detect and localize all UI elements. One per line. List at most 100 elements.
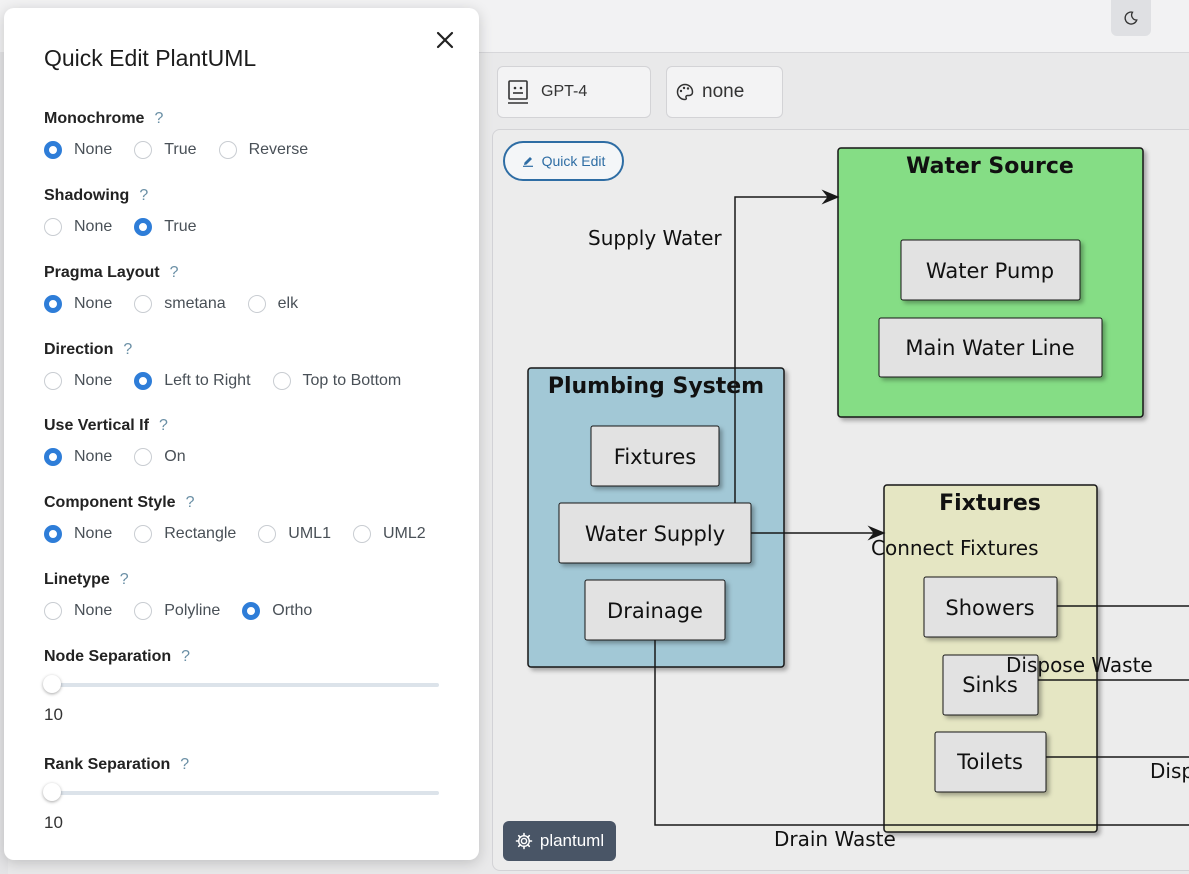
slider-thumb[interactable]: [42, 783, 61, 801]
radio-uml2[interactable]: UML2: [352, 525, 426, 543]
help-icon[interactable]: ?: [181, 648, 191, 665]
model-label: GPT-4: [541, 83, 588, 100]
radio-unchecked-icon[interactable]: [134, 448, 153, 466]
component-water-pump-label: Water Pump: [926, 259, 1054, 283]
component-water-pump: [900, 239, 1081, 301]
setting-label-text: Node Separation: [44, 648, 172, 665]
help-icon[interactable]: ?: [169, 264, 179, 281]
radio-unchecked-icon[interactable]: [247, 295, 266, 313]
edge-label-supply-water: Supply Water: [588, 226, 722, 250]
radio-checked-icon[interactable]: [44, 448, 62, 466]
radio-label: Left to Right: [164, 372, 251, 389]
radio-group: None Left to Right Top to Bottom: [44, 371, 444, 391]
radio-none[interactable]: None: [44, 602, 112, 620]
radio-checked-icon[interactable]: [242, 602, 261, 620]
edge-label-dispose-waste: Dispose Waste: [1006, 653, 1153, 677]
theme-selector[interactable]: none: [666, 66, 783, 118]
radio-left-to-right[interactable]: Left to Right: [134, 372, 251, 390]
radio-none[interactable]: None: [44, 295, 112, 313]
setting-label-text: Use Vertical If: [44, 417, 149, 434]
help-icon[interactable]: ?: [180, 756, 190, 773]
edge-label-connect-fixtures: Connect Fixtures: [871, 536, 1039, 560]
help-icon[interactable]: ?: [123, 341, 133, 358]
radio-smetana[interactable]: smetana: [134, 295, 226, 313]
radio-label: None: [74, 602, 113, 619]
radio-label: Reverse: [248, 141, 309, 158]
radio-group: None True: [44, 217, 444, 237]
radio-checked-icon[interactable]: [134, 218, 153, 236]
radio-checked-icon[interactable]: [44, 525, 62, 543]
package-fixtures-title: Fixtures: [939, 491, 1041, 516]
radio-rectangle[interactable]: Rectangle: [134, 525, 236, 543]
radio-none[interactable]: None: [44, 372, 112, 390]
radio-label: UML1: [288, 525, 331, 542]
radio-checked-icon[interactable]: [134, 372, 153, 390]
radio-elk[interactable]: elk: [247, 295, 298, 313]
slider-track[interactable]: [42, 675, 439, 693]
radio-unchecked-icon[interactable]: [134, 295, 153, 313]
plantuml-label: plantuml: [539, 831, 605, 850]
radio-polyline[interactable]: Polyline: [134, 602, 220, 620]
help-icon[interactable]: ?: [119, 571, 129, 588]
radio-label: None: [74, 372, 113, 389]
quick-edit-button[interactable]: Quick Edit: [503, 141, 624, 181]
theme-label: none: [702, 81, 745, 102]
radio-none[interactable]: None: [44, 525, 112, 543]
radio-label: None: [74, 525, 113, 542]
setting-label-text: Pragma Layout: [44, 264, 160, 281]
radio-none[interactable]: None: [44, 218, 112, 236]
radio-none[interactable]: None: [44, 448, 112, 466]
radio-unchecked-icon[interactable]: [134, 602, 153, 620]
help-icon[interactable]: ?: [185, 494, 195, 511]
radio-unchecked-icon[interactable]: [272, 372, 291, 390]
radio-true[interactable]: True: [134, 141, 197, 159]
radio-unchecked-icon[interactable]: [44, 372, 62, 390]
help-icon[interactable]: ?: [154, 110, 164, 127]
component-sinks-label: Sinks: [962, 673, 1018, 697]
close-button[interactable]: [432, 27, 458, 53]
setting-node-separation: Node Separation? 10: [42, 647, 444, 725]
radio-uml1[interactable]: UML1: [258, 525, 331, 543]
component-showers: [923, 576, 1058, 638]
setting-direction: Direction? None Left to Right Top to Bottom: [44, 340, 444, 391]
theme-toggle-button[interactable]: [1111, 0, 1151, 36]
setting-label-text: Rank Separation: [44, 756, 171, 773]
component-water-supply-label: Water Supply: [585, 522, 725, 546]
setting-label: Node Separation?: [44, 647, 444, 667]
radio-top-to-bottom[interactable]: Top to Bottom: [272, 372, 401, 390]
radio-unchecked-icon[interactable]: [218, 141, 237, 159]
setting-label: Pragma Layout?: [44, 263, 444, 283]
radio-label: None: [74, 295, 113, 312]
component-showers-label: Showers: [945, 596, 1034, 620]
radio-unchecked-icon[interactable]: [134, 141, 153, 159]
radio-label: UML2: [382, 525, 426, 542]
component-main-water-line-label: Main Water Line: [905, 336, 1074, 360]
model-selector[interactable]: GPT-4: [497, 66, 651, 118]
radio-true[interactable]: True: [134, 218, 197, 236]
radio-on[interactable]: On: [134, 448, 186, 466]
setting-label-text: Linetype: [44, 571, 110, 588]
edge-supply-water: [734, 189, 840, 503]
radio-checked-icon[interactable]: [44, 141, 62, 159]
setting-label: Direction?: [44, 340, 444, 360]
radio-unchecked-icon[interactable]: [258, 525, 277, 543]
radio-none[interactable]: None: [44, 141, 112, 159]
radio-checked-icon[interactable]: [44, 295, 62, 313]
radio-reverse[interactable]: Reverse: [218, 141, 309, 159]
setting-label-text: Shadowing: [44, 187, 130, 204]
radio-ortho[interactable]: Ortho: [242, 602, 312, 620]
slider-track[interactable]: [42, 783, 439, 801]
setting-label: Component Style?: [44, 493, 444, 513]
radio-unchecked-icon[interactable]: [44, 602, 62, 620]
help-icon[interactable]: ?: [158, 417, 168, 434]
radio-unchecked-icon[interactable]: [134, 525, 153, 543]
palette-icon: [676, 83, 694, 101]
help-icon[interactable]: ?: [139, 187, 149, 204]
radio-unchecked-icon[interactable]: [352, 525, 371, 543]
plantuml-renderer-button[interactable]: plantuml: [503, 821, 616, 861]
slider-value: 10: [44, 705, 63, 724]
robot-icon: [508, 80, 528, 104]
component-main-water-line: [878, 317, 1103, 378]
radio-unchecked-icon[interactable]: [44, 218, 62, 236]
slider-thumb[interactable]: [42, 675, 61, 693]
